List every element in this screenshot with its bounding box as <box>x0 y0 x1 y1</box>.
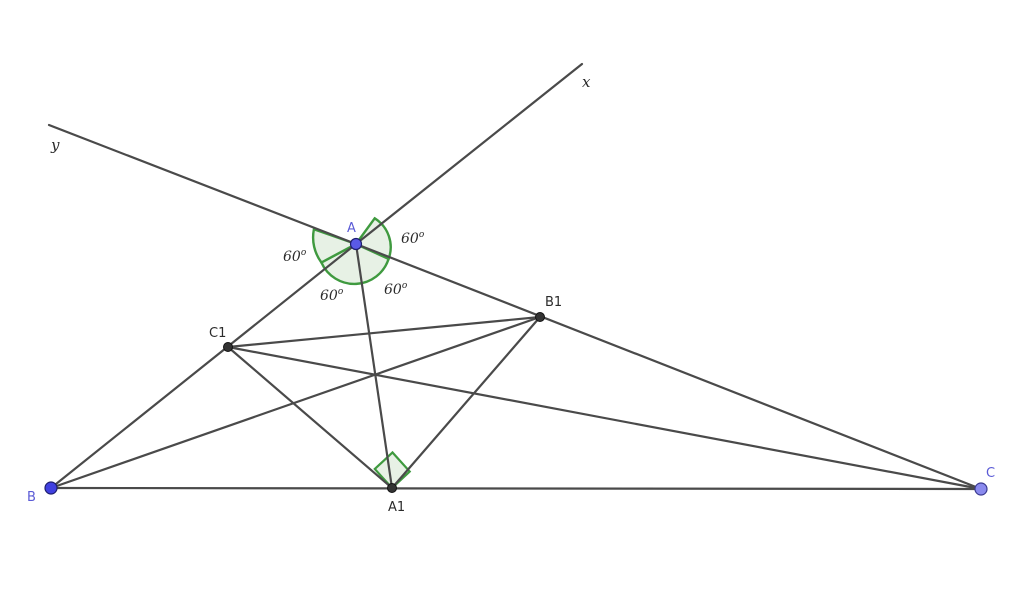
point-A[interactable] <box>349 237 363 251</box>
segment-C1B1[interactable] <box>226 315 542 349</box>
point-B1[interactable] <box>535 312 545 322</box>
point-A1[interactable] <box>387 483 397 493</box>
angle-label-lower-right: 60o <box>384 281 408 298</box>
segments <box>47 62 983 491</box>
point-B[interactable] <box>44 481 58 495</box>
point-C[interactable] <box>974 482 988 496</box>
angle-label-lower-left: 60o <box>320 287 344 304</box>
line-x[interactable] <box>354 62 584 246</box>
point-B-label: B <box>27 490 36 505</box>
segment-BB1[interactable] <box>49 315 542 490</box>
segment-BC[interactable] <box>49 486 983 491</box>
point-C-label: C <box>986 466 995 481</box>
segment-AC[interactable] <box>354 242 983 491</box>
point-B1-label: B1 <box>545 295 562 310</box>
segment-AA1[interactable] <box>354 242 394 490</box>
line-y-ray[interactable] <box>47 123 358 246</box>
angle-label-upper-right: 60o <box>401 230 425 247</box>
angle-sector-upper-left[interactable] <box>311 227 359 265</box>
line-x-label: x <box>582 73 591 91</box>
points <box>44 237 988 496</box>
segment-CC1[interactable] <box>226 345 983 491</box>
segment-AB[interactable] <box>49 242 358 490</box>
line-y-label: y <box>50 136 60 154</box>
point-A-label: A <box>347 221 356 236</box>
point-C1-label: C1 <box>209 326 226 341</box>
point-C1[interactable] <box>223 342 233 352</box>
angle-label-left: 60o <box>283 248 307 265</box>
segment-A1B1[interactable] <box>390 315 542 490</box>
segment-C1A1[interactable] <box>226 345 394 490</box>
point-A1-label: A1 <box>388 500 405 515</box>
